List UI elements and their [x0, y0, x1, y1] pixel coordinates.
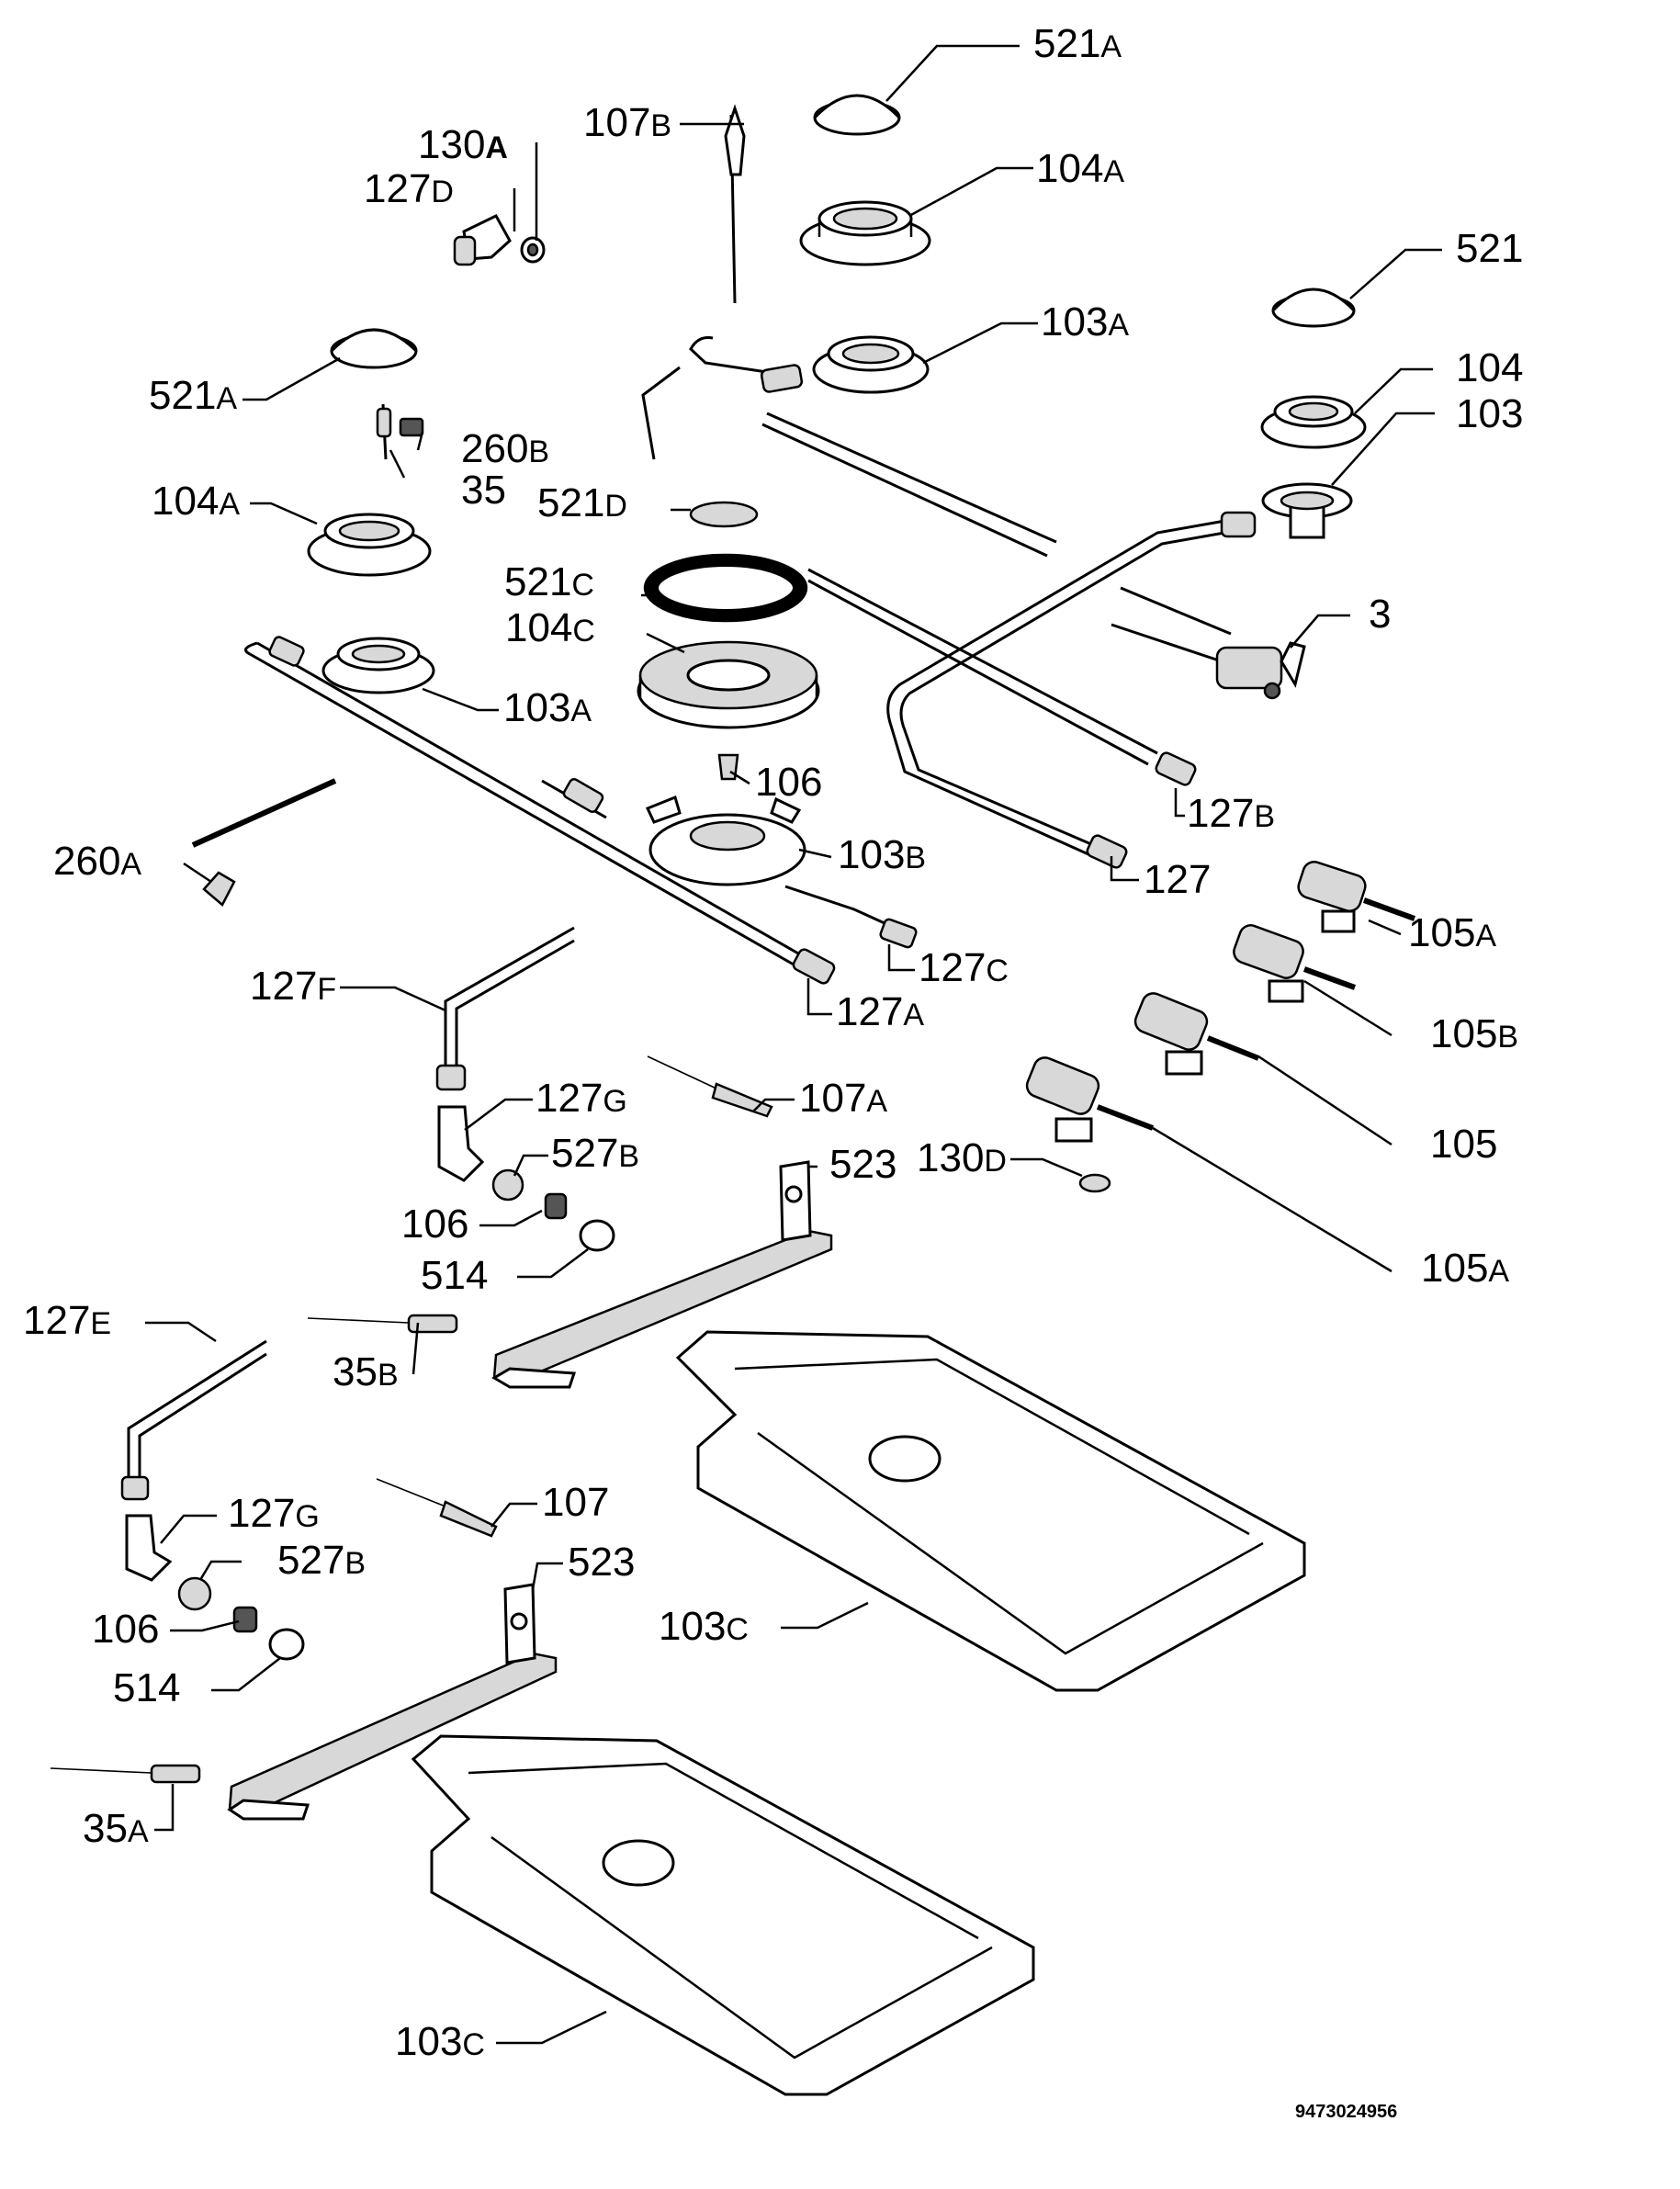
label-523-top: 523 [829, 1142, 896, 1187]
label-127e: 127E [23, 1298, 111, 1343]
label-105: 105 [1430, 1122, 1497, 1167]
bracket-523-top [491, 1160, 833, 1389]
label-103a-left: 103A [503, 685, 592, 730]
label-105a-bot: 105A [1421, 1246, 1509, 1291]
pipe-fittings [268, 364, 1257, 985]
gas-tap-105a-top [1297, 861, 1416, 933]
inner-cap-521d [689, 501, 759, 528]
thermocouple-107a [647, 1055, 773, 1118]
label-3: 3 [1369, 592, 1391, 637]
label-521a-top: 521A [1033, 21, 1122, 66]
label-521d: 521D [537, 480, 627, 525]
label-127d: 127D [364, 166, 454, 211]
label-514-bot: 514 [113, 1665, 180, 1710]
label-130d: 130D [917, 1135, 1007, 1180]
igniter-260a [191, 778, 337, 907]
electrode-35a [50, 1764, 201, 1784]
burner-cap-521a-left [330, 328, 418, 369]
label-260b: 260B [461, 426, 549, 471]
wok-crown-104c [637, 640, 820, 729]
washer-130d [1078, 1173, 1111, 1193]
label-103a-top: 103A [1041, 299, 1129, 344]
safety-valve-3 [1215, 641, 1306, 700]
label-130a: 130A [418, 122, 508, 167]
gas-tap-105 [1133, 992, 1260, 1076]
label-127b: 127B [1187, 791, 1275, 836]
burner-crown-104a-top [799, 200, 931, 266]
burner-crown-104 [1260, 395, 1367, 449]
electrode-holder-260b [399, 417, 424, 437]
leader-lines [145, 44, 1442, 2045]
plate-103c-top [675, 1330, 1306, 1692]
label-127g-bot: 127G [228, 1491, 320, 1536]
pipe-127e [120, 1339, 267, 1501]
gas-tap-105b [1233, 924, 1357, 1003]
label-103c-top: 103C [659, 1604, 749, 1649]
ignition-electrode-35 [376, 403, 392, 460]
label-106-bot: 106 [92, 1607, 159, 1652]
washer-130a [520, 236, 546, 264]
electrode-35b [307, 1314, 458, 1334]
elbow-127g-top [437, 1105, 485, 1182]
label-35: 35 [461, 468, 506, 513]
label-127f: 127F [250, 964, 336, 1009]
label-260a: 260A [53, 839, 141, 884]
label-514-top: 514 [421, 1253, 488, 1298]
label-527b-bot: 527B [277, 1538, 366, 1583]
label-103b: 103B [838, 832, 926, 877]
label-521c: 521C [504, 559, 594, 604]
thermocouple-107b [724, 104, 746, 304]
label-35a: 35A [83, 1806, 149, 1851]
elbow-127g-bottom [125, 1514, 173, 1582]
label-127c: 127C [919, 945, 1009, 990]
bushing-514-top [579, 1219, 615, 1252]
label-106-mid: 106 [401, 1202, 468, 1247]
label-104a-left: 104A [152, 479, 240, 524]
label-105b: 105B [1430, 1011, 1518, 1056]
bracket-523-bottom [227, 1583, 558, 1821]
label-103c-bot: 103C [395, 2019, 485, 2064]
wok-base-103b [645, 795, 806, 886]
pipe-127f [435, 926, 575, 1091]
injector-106-mid [544, 1192, 568, 1220]
label-127: 127 [1144, 857, 1211, 902]
ring-cap-521c [643, 553, 808, 623]
label-103: 103 [1456, 391, 1523, 436]
burner-cap-521 [1271, 288, 1356, 328]
label-527b-top: 527B [551, 1131, 639, 1176]
label-104c: 104C [505, 605, 595, 650]
burner-cap-521a-top [813, 94, 901, 136]
label-107a: 107A [799, 1076, 887, 1121]
burner-base-103a-left [321, 637, 435, 694]
label-523-bot: 523 [568, 1540, 635, 1585]
label-105a-top: 105A [1408, 910, 1496, 955]
bushing-514-bottom [268, 1628, 305, 1661]
label-104: 104 [1456, 345, 1523, 390]
label-127a: 127A [836, 989, 924, 1034]
label-107: 107 [542, 1480, 609, 1525]
burner-crown-104a-left [307, 513, 432, 577]
label-106-top: 106 [755, 760, 822, 805]
label-127g-top: 127G [536, 1076, 627, 1121]
label-107b: 107B [583, 100, 671, 145]
injector-106-bottom [232, 1606, 258, 1633]
plate-103c-bottom [411, 1734, 1035, 2096]
gas-pipe-assembly [244, 336, 1241, 977]
label-35b: 35B [333, 1349, 399, 1394]
document-number: 9473024956 [1295, 2102, 1397, 2122]
part-labels: 521A 107B 130A 127D 104A 521 103A 104 10… [23, 21, 1523, 2122]
label-104a-top: 104A [1036, 146, 1124, 191]
elbow-fitting-127d [453, 214, 512, 266]
nut-527b-top [491, 1168, 524, 1202]
gas-tap-105a-bottom [1025, 1056, 1155, 1143]
nut-527b-bottom [177, 1576, 212, 1611]
burner-base-103a-top [812, 335, 930, 394]
label-521a-left: 521A [149, 373, 237, 418]
label-521: 521 [1456, 226, 1523, 271]
burner-base-103 [1261, 482, 1353, 539]
thermocouple-107 [376, 1478, 498, 1538]
